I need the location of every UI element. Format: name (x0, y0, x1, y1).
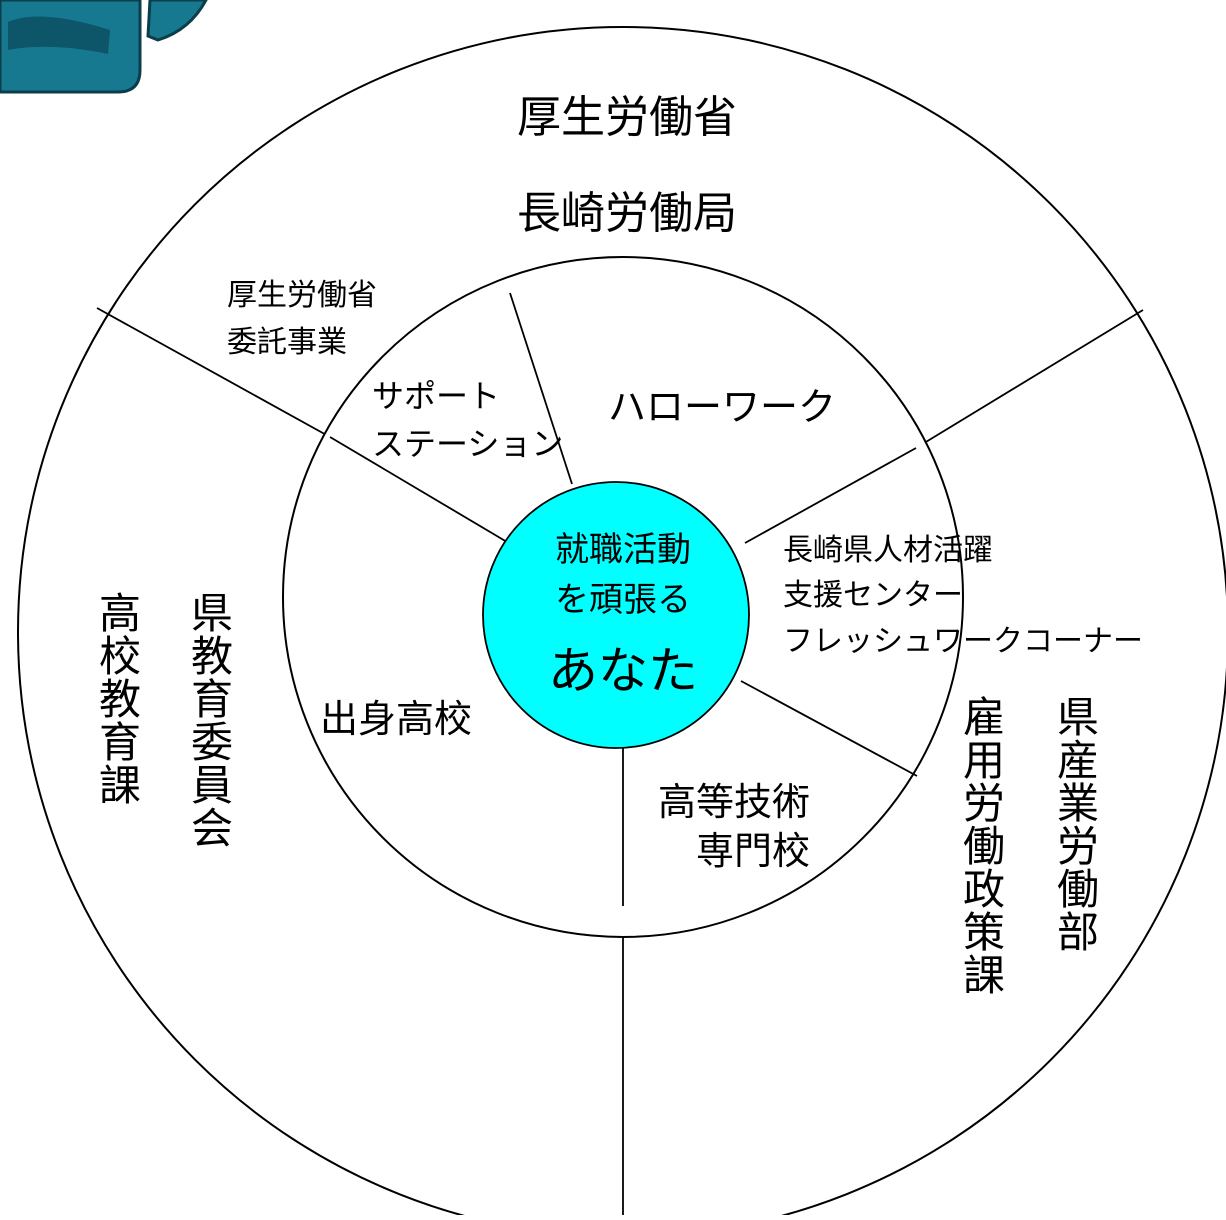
mhlw-commission-line2: 委託事業 (227, 325, 347, 360)
corner-graphic-icon (0, 0, 208, 94)
outer-right-column2: 雇用労働政策課 (957, 695, 1006, 996)
tech-school-line1: 高等技術 (658, 780, 810, 824)
outer-top-line2: 長崎労働局 (517, 188, 737, 239)
outer-divider-left (96, 307, 331, 438)
outer-left-column2: 高校教育課 (93, 591, 142, 806)
mhlw-commission-line1: 厚生労働省 (227, 278, 377, 313)
hellowork-label: ハローワーク (608, 385, 836, 429)
outer-left-column1: 県教育委員会 (185, 591, 234, 849)
center-line2: を頑張る (555, 580, 691, 620)
inner-divider-right-top (744, 447, 917, 544)
highschool-label: 出身高校 (320, 697, 472, 741)
support-station-line2: ステーション (372, 425, 563, 463)
support-station-line1: サポート (372, 377, 500, 415)
center-line1: 就職活動 (555, 530, 691, 570)
center-circle (482, 481, 750, 749)
tech-school-line2: 専門校 (696, 829, 810, 873)
center-line3: あなた (548, 642, 698, 700)
inner-divider-sapo-left (329, 436, 508, 543)
prefecture-center-line3: フレッシュワークコーナー (783, 624, 1143, 659)
prefecture-center-line1: 長崎県人材活躍 (783, 533, 993, 568)
outer-right-column1: 県産業労働部 (1051, 695, 1100, 953)
inner-divider-right-bottom (740, 680, 918, 777)
prefecture-center-line2: 支援センター (783, 578, 963, 613)
outer-divider-right (915, 309, 1144, 449)
outer-top-line1: 厚生労働省 (517, 92, 737, 143)
inner-divider-sapo-hellowork (509, 292, 573, 485)
